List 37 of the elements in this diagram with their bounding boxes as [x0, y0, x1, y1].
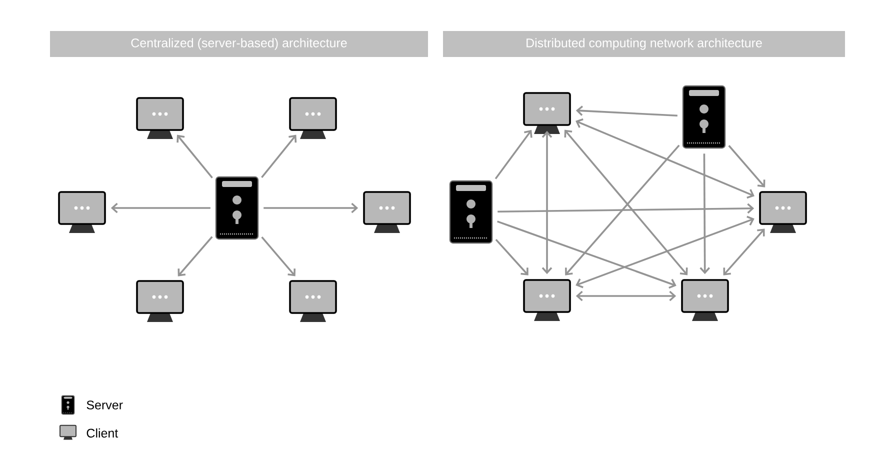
arrow — [576, 118, 754, 199]
arrow — [261, 134, 297, 178]
server-icon — [215, 176, 259, 240]
arrow — [176, 134, 213, 178]
arrow — [576, 216, 754, 288]
arrow — [576, 106, 678, 117]
heading-band: Centralized (server-based) architecture — [50, 31, 428, 57]
legend-label: Server — [86, 400, 123, 410]
client-icon — [523, 279, 571, 321]
arrow — [494, 130, 532, 180]
legend-label: Client — [86, 428, 118, 438]
arrow — [565, 144, 680, 276]
arrow — [178, 236, 213, 276]
arrow — [261, 236, 296, 276]
client-icon — [523, 92, 571, 134]
arrow — [700, 154, 710, 274]
arrow — [264, 202, 358, 214]
client-icon — [58, 191, 106, 233]
arrow — [576, 290, 676, 302]
arrow — [723, 228, 765, 276]
arrow — [498, 203, 754, 214]
server-icon — [682, 85, 726, 149]
arrow — [495, 238, 528, 276]
client-icon — [759, 191, 807, 233]
client-icon — [681, 279, 729, 321]
heading-band: Distributed computing network architecture — [443, 31, 846, 57]
client-icon — [136, 97, 184, 139]
arrow — [497, 220, 676, 289]
arrow — [542, 130, 552, 274]
arrow — [728, 145, 766, 188]
client-icon — [136, 280, 184, 322]
client-icon — [289, 280, 337, 322]
client-icon — [289, 97, 337, 139]
arrow — [564, 130, 688, 276]
client-icon — [363, 191, 411, 233]
arrow — [110, 202, 210, 214]
server-icon — [449, 180, 493, 244]
